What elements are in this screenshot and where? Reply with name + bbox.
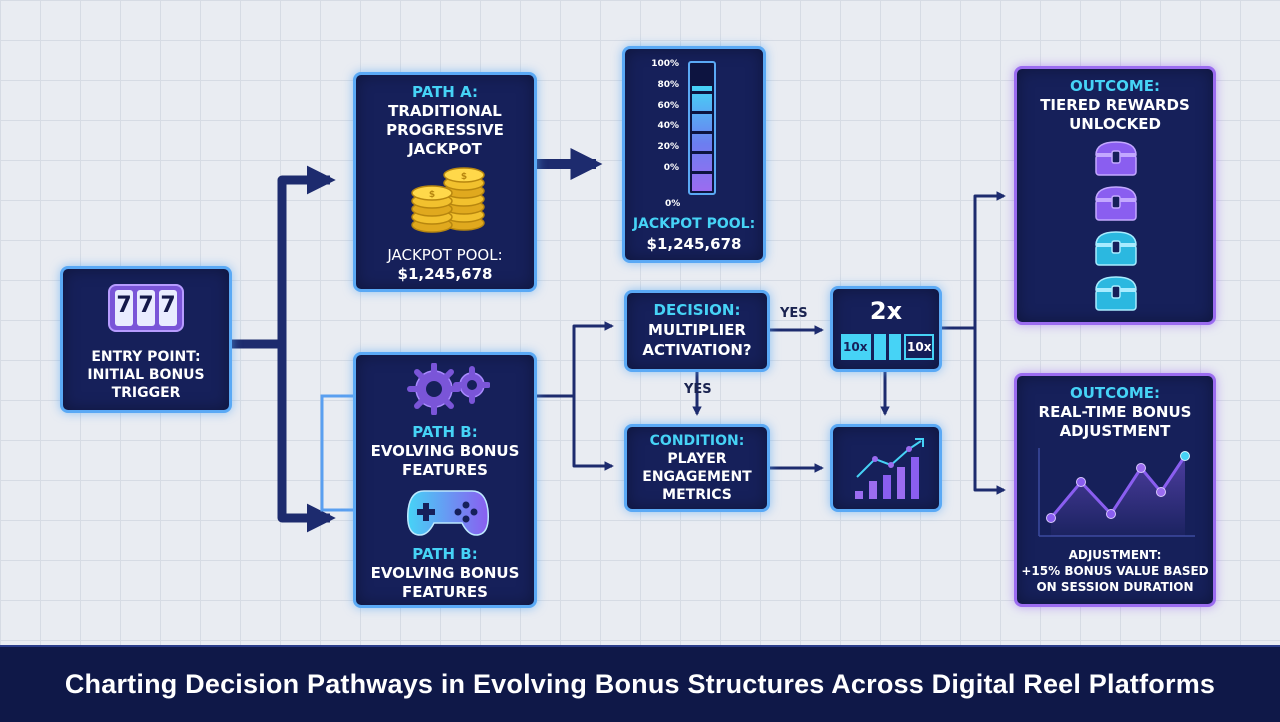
path-a-title-line-2: PROGRESSIVE [386,121,504,139]
path-b-top-title-line-1: EVOLVING BONUS [370,442,520,460]
path-b-bottom-label: PATH B: [412,545,478,563]
path-a-label: PATH A: [412,83,478,101]
gamepad-icon [406,485,490,539]
edge-path-b-to-decision [537,321,614,398]
outcome-adjust-label: OUTCOME: [1069,384,1161,402]
condition-node: CONDITION: PLAYER ENGAGEMENT METRICS [624,424,770,512]
entry-title-line-2: INITIAL BONUS [87,367,205,383]
condition-title-line-1: PLAYER [667,451,727,467]
multiplier-value: 2x [869,297,903,325]
multiplier-scale-right-label: 10x [907,340,932,354]
multiplier-scale: 10x 10x [841,334,935,360]
entry-title-line-3: TRIGGER [111,385,181,401]
path-b-top-title-line-2: FEATURES [402,461,488,479]
line-trend-chart-icon [1035,446,1199,542]
reel-symbol-2: 7 [138,293,154,318]
edge-path-b-to-condition [572,396,614,471]
meter-pool-label: JACKPOT POOL: [632,216,756,232]
meter-tick-label: 20% [657,142,679,153]
meter-bar-track [688,61,716,195]
path-a-node: PATH A: TRADITIONAL PROGRESSIVE JACKPOT … [353,72,537,292]
outcome-rewards-title-line-2: UNLOCKED [1069,115,1161,133]
path-b-node: PATH B: EVOLVING BONUS FEATURES PATH B: … [353,352,537,608]
outcome-adjust-title-line-1: REAL-TIME BONUS [1038,403,1192,421]
path-b-bottom-title-line-1: EVOLVING BONUS [370,564,520,582]
decision-label: DECISION: [653,301,741,319]
meter-tick-label: 80% [657,79,679,90]
adjust-note-line-3: ON SESSION DURATION [1036,580,1194,594]
edge-label-yes-right: YES [780,306,808,321]
multiplier-scale-left-label: 10x [843,340,868,354]
meter-bar-fill [692,86,712,191]
edge-multiplier-to-adjustment [973,328,1006,495]
gears-icon [406,362,491,416]
meter-zero-label: 0% [665,199,681,209]
reel-symbol-1: 7 [116,293,132,318]
decision-title-line-2: ACTIVATION? [642,341,752,359]
edge-entry-to-path-b [277,344,336,533]
decision-node: DECISION: MULTIPLIER ACTIVATION? [624,290,770,372]
edge-multiplier-to-rewards [942,191,1006,330]
growth-node [830,424,942,512]
path-b-bottom-title-line-2: FEATURES [402,583,488,601]
meter-tick-label: 40% [657,121,679,132]
path-a-title-line-3: JACKPOT [408,140,482,158]
path-a-pool-value: $1,245,678 [397,265,493,283]
condition-label: CONDITION: [649,433,745,449]
adjust-note-line-2: +15% BONUS VALUE BASED [1021,564,1209,578]
outcome-rewards-node: OUTCOME: TIERED REWARDS UNLOCKED [1014,66,1216,325]
condition-title-line-3: METRICS [662,487,732,503]
svg-text:$: $ [429,190,435,200]
path-a-pool-label: JACKPOT POOL: [387,246,503,264]
path-b-top-label: PATH B: [412,423,478,441]
reel-symbol-3: 7 [160,293,176,318]
meter-tick-label: 0% [663,163,679,173]
footer-banner: Charting Decision Pathways in Evolving B… [0,645,1280,722]
svg-text:$: $ [461,172,467,182]
slot-machine-icon: 7 7 7 [107,283,185,333]
meter-tick-label: 100% [651,59,679,69]
meter-tick-label: 60% [657,100,679,111]
footer-title: Charting Decision Pathways in Evolving B… [64,669,1216,699]
meter-pool-value: $1,245,678 [646,235,742,253]
multiplier-node: 2x 10x 10x [830,286,942,372]
outcome-adjust-node: OUTCOME: REAL-TIME BONUS ADJUSTMENT ADJU… [1014,373,1216,607]
rising-bar-chart-icon [851,437,927,503]
gold-coins-icon: $ $ [408,161,488,235]
decision-title-line-1: MULTIPLIER [648,321,746,339]
entry-point-node: 7 7 7 ENTRY POINT: INITIAL BONUS TRIGGER [60,266,232,413]
outcome-rewards-title-line-1: TIERED REWARDS [1040,96,1190,114]
treasure-chest-icon [1092,229,1140,267]
path-a-title-line-1: TRADITIONAL [388,102,502,120]
outcome-rewards-label: OUTCOME: [1069,77,1161,95]
treasure-chest-icon [1092,184,1140,222]
entry-title-line-1: ENTRY POINT: [91,349,201,365]
jackpot-meter-node: 100% 80% 60% 40% 20% 0% 0% JACKPOT POOL: $1,2… [622,46,766,263]
outcome-adjust-title-line-2: ADJUSTMENT [1059,422,1171,440]
edge-entry-to-path-a [232,165,336,349]
condition-title-line-2: ENGAGEMENT [642,469,752,485]
edge-label-yes-down: YES [684,382,712,397]
adjust-note-line-1: ADJUSTMENT: [1068,548,1162,562]
treasure-chest-icon [1092,274,1140,312]
treasure-chest-icon [1092,139,1140,177]
